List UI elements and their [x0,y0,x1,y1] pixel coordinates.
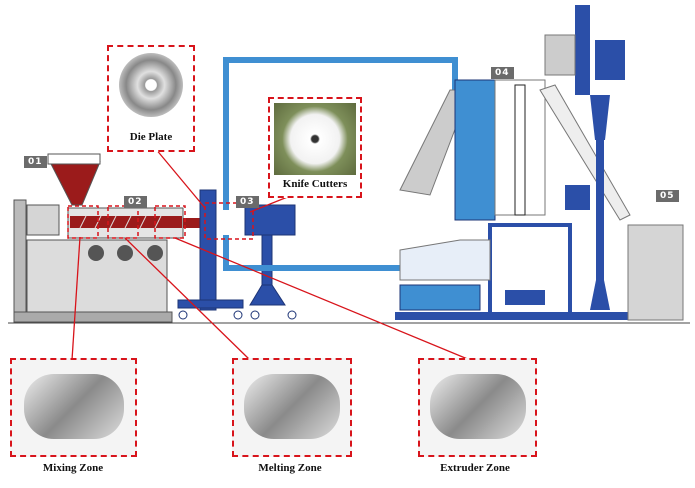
mixing-zone-label: Mixing Zone [42,462,104,474]
tag-03: 03 [236,196,259,208]
melting-zone-box [232,358,352,457]
screw-element-image [244,374,340,439]
tag-01: 01 [24,156,47,168]
extruder-zone-label: Extruder Zone [440,462,510,474]
screw-element-image [429,374,526,439]
die-plate-stand [177,189,297,320]
knife-cutters-callout: Knife Cutters [268,97,362,198]
mixing-zone-box [10,358,137,457]
tag-04: 04 [491,67,514,79]
screw-element-image [23,374,124,439]
tag-05: 05 [656,190,679,202]
die-plate-label: Die Plate [129,131,173,143]
extruder-zone-box [418,358,537,457]
knife-cutters-label: Knife Cutters [282,178,348,190]
callout-lines [71,147,471,361]
centrifugal-dryer [395,79,635,320]
die-plate-image [119,53,183,117]
cyclone [544,5,684,321]
knife-cutters-image [274,103,356,175]
die-plate-callout: Die Plate [107,45,195,152]
melting-zone-label: Melting Zone [258,462,322,474]
tag-02: 02 [124,196,147,208]
zone-highlight-boxes [67,202,254,240]
water-pipes [223,57,458,271]
